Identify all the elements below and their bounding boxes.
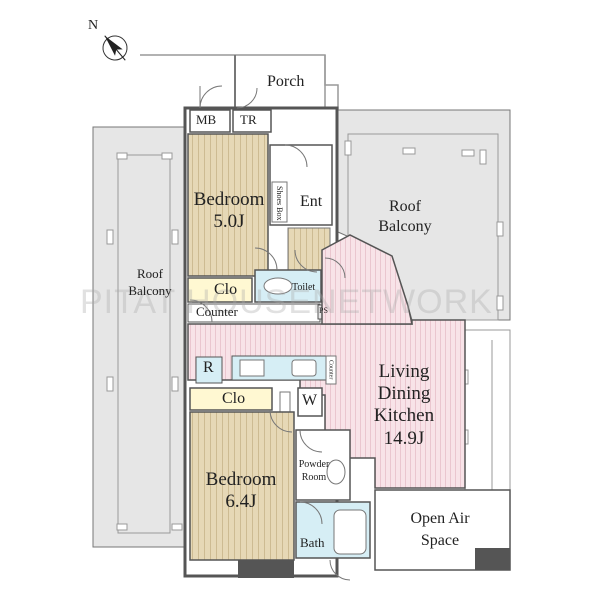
roof-balcony-right-line2: Balcony [378,218,432,235]
mb-label: MB [196,112,217,127]
roof-balcony-left-line1: Roof [137,266,163,281]
counter-label: Counter [196,304,238,319]
closet-2-label: Clo [222,390,246,407]
tr-label: TR [240,112,257,127]
ldk-label-line3: Kitchen [373,405,435,426]
bedroom-2-size: 6.4J [225,491,257,512]
ent-label: Ent [300,193,323,210]
open-air-line2: Space [420,532,460,549]
north-arrow-icon [102,35,128,61]
balcony-strip-right [461,329,511,491]
closet-2-floor [189,387,273,411]
compass-n-label: N [88,18,99,33]
bath-label: Bath [300,535,325,550]
porch-label: Porch [267,73,305,90]
closet-1-label: Clo [214,281,238,298]
bedroom-2-name: Bedroom [205,469,277,490]
ldk-label-line1: Living [378,361,430,382]
bedroom-1-size: 5.0J [213,211,245,232]
roof-balcony-right [337,109,511,321]
refrigerator-label: R [203,359,214,376]
powder-room-line1: Powder [298,459,330,470]
powder-room-line2: Room [301,472,327,483]
open-air-line1: Open Air [410,510,470,527]
roof-balcony-left [92,126,186,548]
ps-label: PS [319,306,328,315]
bedroom-2-floor [189,411,295,561]
closet-1-floor [187,277,253,303]
roof-balcony-left-line2: Balcony [128,283,172,298]
roof-balcony-right-line1: Roof [389,198,421,215]
shoes-box-label: Shoes Box [274,186,284,221]
ldk-label-line2: Dining [377,383,431,404]
toilet-label: Toilet [292,282,316,293]
w-label: W [302,392,318,409]
counter-small-label: Counter [327,360,334,380]
watermark: PITAT HOUSENETWORK [80,283,493,321]
bedroom-1-floor [187,133,269,277]
bedroom-1-name: Bedroom [193,189,265,210]
ldk-size: 14.9J [383,428,425,449]
